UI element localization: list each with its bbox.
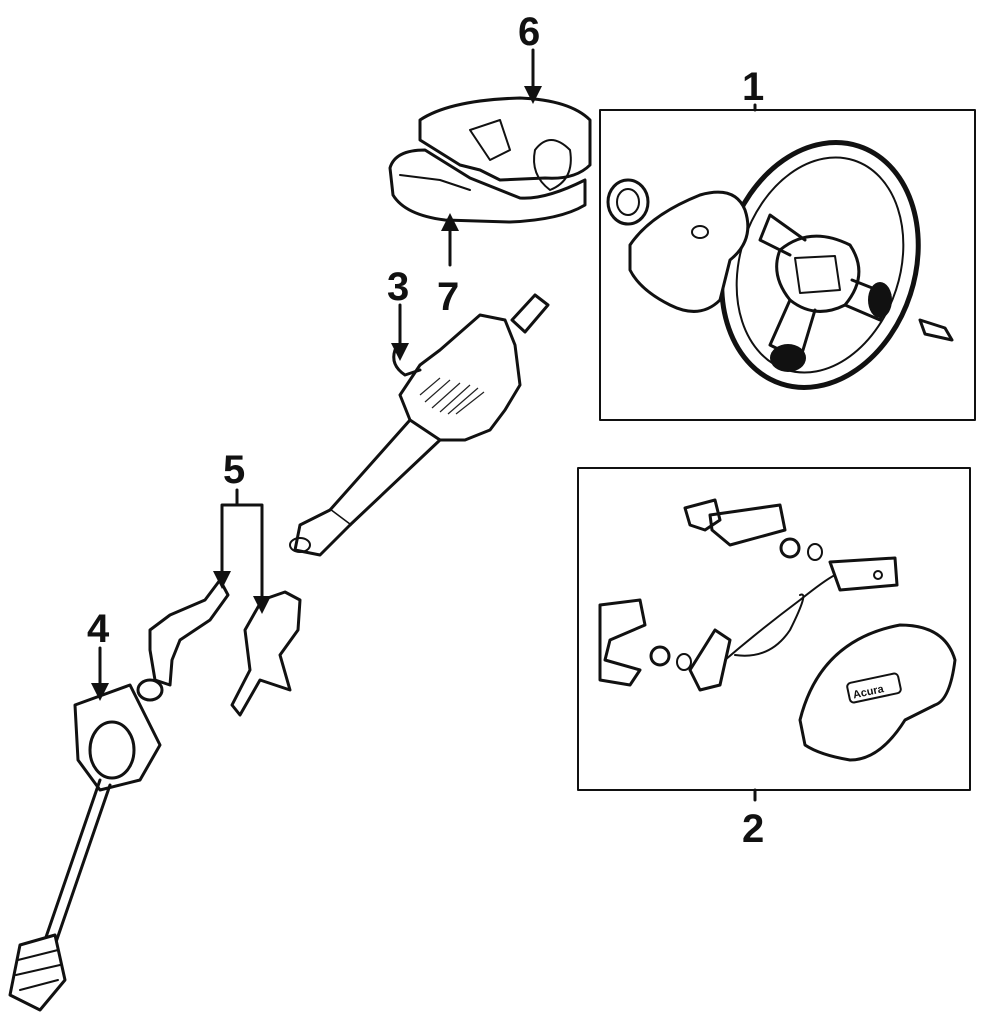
callout-1-label: 1 xyxy=(742,65,764,109)
airbag-module-box xyxy=(577,467,971,791)
airbag-module-group: Acura xyxy=(577,467,971,802)
steering-wheel-group xyxy=(599,103,976,421)
airbag-wire-harness xyxy=(724,574,836,661)
callout-4-label: 4 xyxy=(87,607,110,651)
callout-5-label: 5 xyxy=(223,448,245,492)
small-clip xyxy=(918,318,954,342)
column-upper-cover xyxy=(418,96,592,191)
steering-column xyxy=(289,293,550,557)
airbag-cover: Acura xyxy=(798,623,957,762)
intermediate-shaft xyxy=(8,678,164,1012)
column-bracket-left xyxy=(148,578,230,687)
callout-3-label: 3 xyxy=(387,265,409,309)
airbag-bracket-lower xyxy=(598,598,647,687)
steering-wheel-box xyxy=(599,109,976,421)
airbag-mount-plate-left xyxy=(688,628,732,692)
callout-5-bracket-leader xyxy=(220,488,264,602)
callout-6-label: 6 xyxy=(518,10,540,54)
airbag-mount-plate-right xyxy=(828,556,899,592)
column-bracket-right xyxy=(230,590,302,717)
steering-wheel xyxy=(719,140,921,390)
airbag-bracket-upper xyxy=(683,498,787,547)
callout-2-label: 2 xyxy=(742,807,764,851)
wheel-back-cover xyxy=(628,190,750,313)
column-lower-cover xyxy=(388,148,587,224)
horn-contact-ring xyxy=(606,178,650,226)
callout-7-label: 7 xyxy=(437,275,459,319)
